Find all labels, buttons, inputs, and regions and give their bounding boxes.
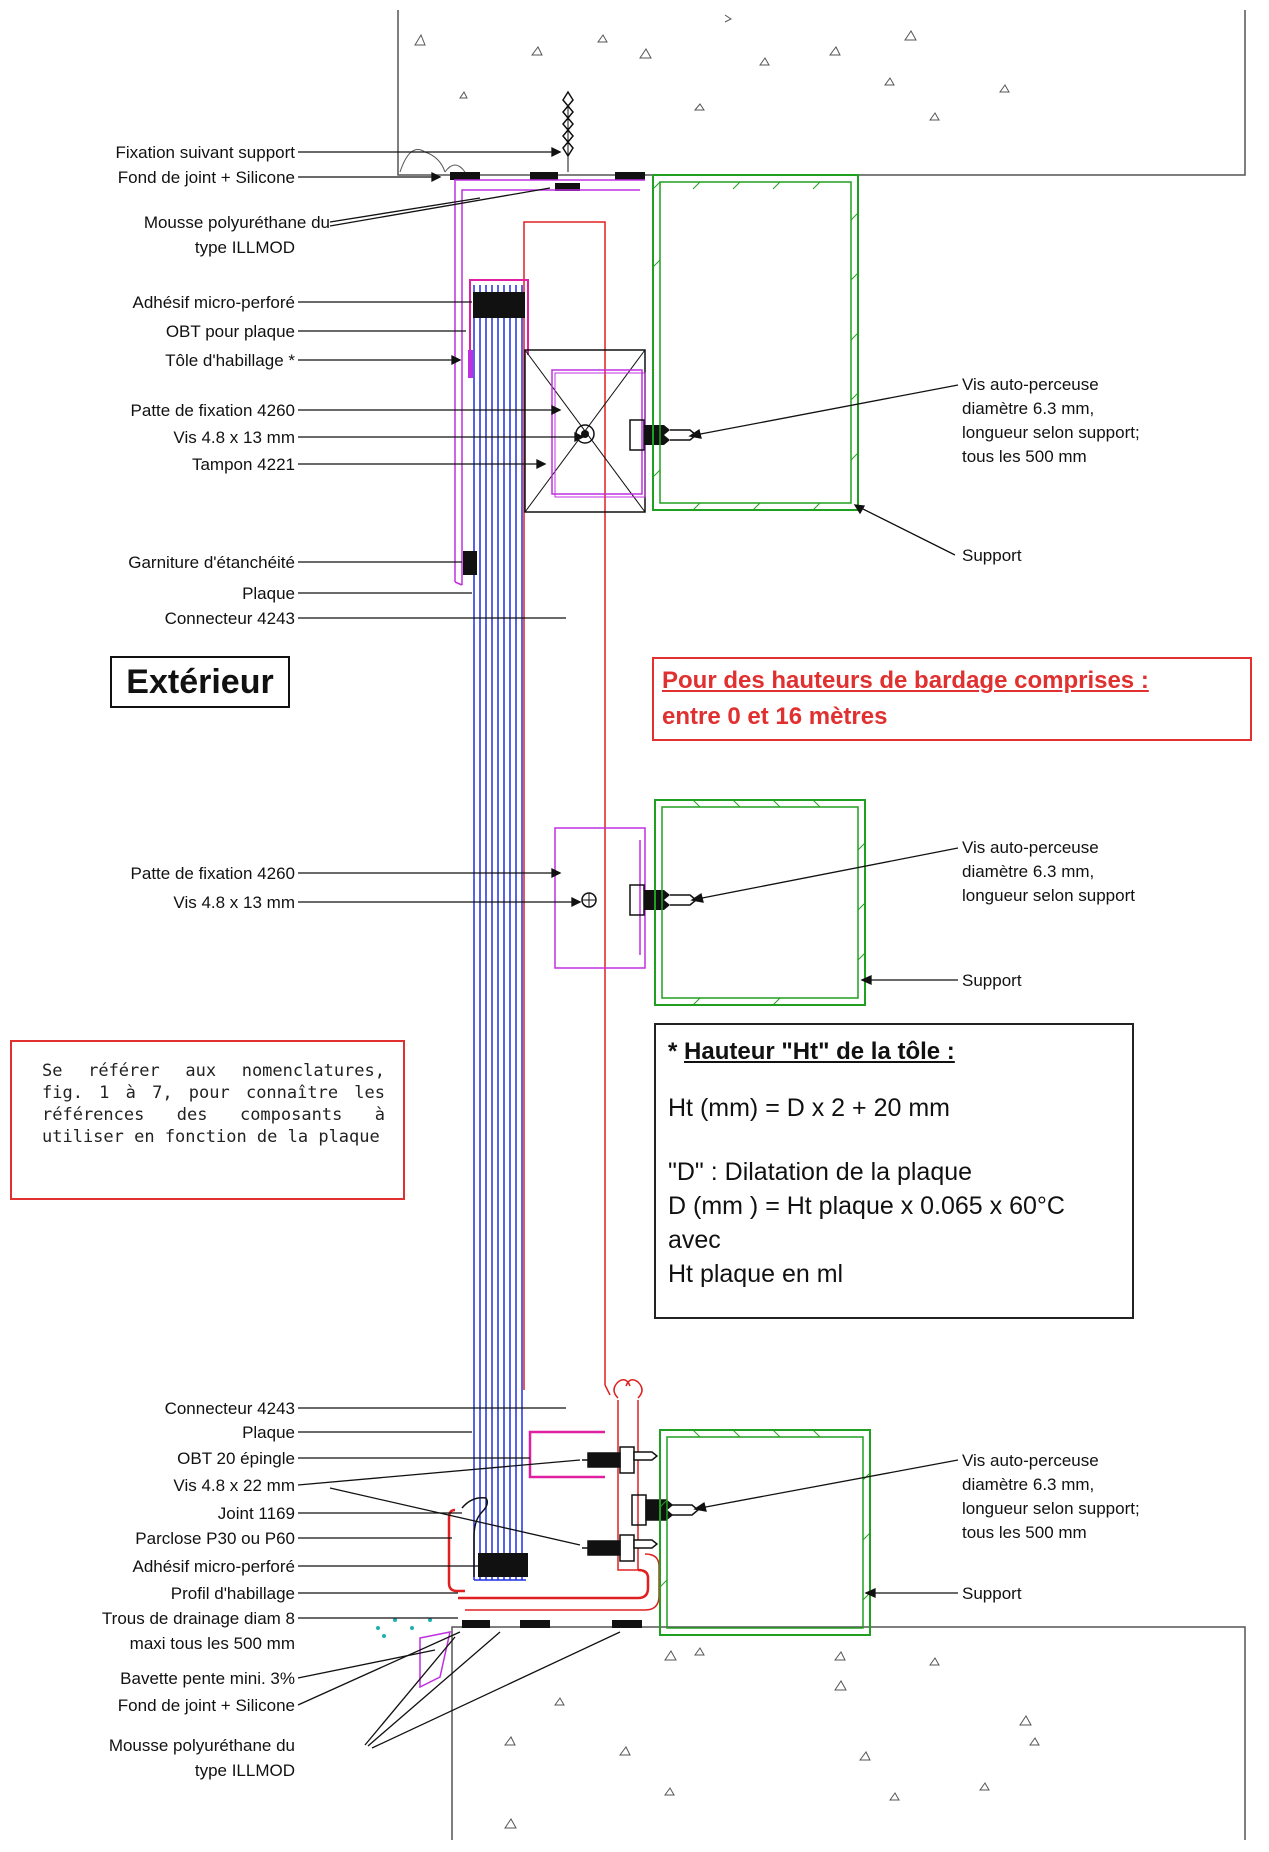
red-connector [523,221,611,1396]
exterieur-label: Extérieur [110,656,290,708]
label-garniture: Garniture d'étanchéité [128,553,295,572]
label-joint: Joint 1169 [218,1504,295,1523]
label-adhesif-bottom: Adhésif micro-perforé [132,1557,295,1576]
top-cap [468,279,529,378]
ht-line-1: "D" : Dilatation de la plaque [668,1158,973,1186]
label-vis-auto-3-l4: tous les 500 mm [962,1523,1087,1542]
label-vis-22: Vis 4.8 x 22 mm [173,1476,295,1495]
label-tampon: Tampon 4221 [192,455,295,474]
leader-lines-right [688,384,959,1599]
label-fixation-support: Fixation suivant support [115,143,295,162]
ht-title: * Hauteur "Ht" de la tôle : [668,1038,955,1065]
label-mousse-top-1: Mousse polyuréthane du [144,213,330,232]
label-vis-2: Vis 4.8 x 13 mm [173,893,295,912]
ht-formula-box: * Hauteur "Ht" de la tôle : Ht (mm) = D … [654,1023,1134,1319]
ht-line-3: avec [668,1226,721,1254]
label-vis-auto-3-l1: Vis auto-perceuse [962,1451,1099,1470]
label-obt-20: OBT 20 épingle [177,1449,295,1468]
concrete-top [397,10,1246,176]
height-range-line-1: Pour des hauteurs de bardage comprises : [662,667,1149,694]
nomenclature-note: Se référer aux nomenclatures, fig. 1 à 7… [10,1040,405,1200]
label-vis-auto-3-l2: diamètre 6.3 mm, [962,1475,1094,1494]
left-labels: Fixation suivant support Fond de joint +… [102,143,330,1780]
label-support-3: Support [962,1584,1022,1603]
height-range-note: Pour des hauteurs de bardage comprises :… [652,657,1252,741]
label-connecteur-1: Connecteur 4243 [165,609,295,628]
label-support-2: Support [962,971,1022,990]
label-mousse-bottom-2: type ILLMOD [195,1761,295,1780]
label-vis-auto-1-l2: diamètre 6.3 mm, [962,399,1094,418]
height-range-line-2: entre 0 et 16 mètres [662,703,888,730]
label-connecteur-2: Connecteur 4243 [165,1399,295,1418]
label-support-1: Support [962,546,1022,565]
concrete-top-aggregate [414,14,1010,121]
label-plaque-1: Plaque [242,584,295,603]
label-parclose: Parclose P30 ou P60 [135,1529,295,1548]
label-plaque-2: Plaque [242,1423,295,1442]
label-fond-joint-top: Fond de joint + Silicone [118,168,295,187]
label-vis-auto-2-l1: Vis auto-perceuse [962,838,1099,857]
label-profil: Profil d'habillage [171,1584,295,1603]
label-patte-1: Patte de fixation 4260 [131,401,295,420]
right-labels: Vis auto-perceuse diamètre 6.3 mm, longu… [962,375,1140,1603]
label-vis-auto-1-l3: longueur selon support; [962,423,1140,442]
label-tole: Tôle d'habillage * [165,351,295,370]
ht-line-2: D (mm ) = Ht plaque x 0.065 x 60°C [668,1192,1065,1220]
label-trous-1: Trous de drainage diam 8 [102,1609,295,1628]
support-tube-1 [652,174,859,511]
concrete-bottom [451,1626,1246,1840]
support-tube-3 [659,1429,871,1636]
label-trous-2: maxi tous les 500 mm [130,1634,295,1653]
bracket-middle [554,827,698,969]
bottom-assembly [376,1379,700,1689]
bracket-top [524,349,698,513]
label-patte-2: Patte de fixation 4260 [131,864,295,883]
label-adhesif-top: Adhésif micro-perforé [132,293,295,312]
label-mousse-top-2: type ILLMOD [195,238,295,257]
ht-formula: Ht (mm) = D x 2 + 20 mm [668,1094,950,1122]
plate-stack [473,285,526,1581]
ht-line-4: Ht plaque en ml [668,1260,844,1288]
label-vis-auto-1-l1: Vis auto-perceuse [962,375,1099,394]
gasket [463,551,477,575]
label-vis-auto-2-l3: longueur selon support [962,886,1135,905]
label-vis-auto-1-l4: tous les 500 mm [962,447,1087,466]
label-bavette: Bavette pente mini. 3% [120,1669,295,1688]
top-anchor [399,90,645,191]
label-vis-auto-2-l2: diamètre 6.3 mm, [962,862,1094,881]
leader-lines-left [297,146,621,1749]
top-clip-profile [454,179,645,586]
label-vis-auto-3-l3: longueur selon support; [962,1499,1140,1518]
label-obt-plaque: OBT pour plaque [166,322,295,341]
label-mousse-bottom-1: Mousse polyuréthane du [109,1736,295,1755]
support-tube-2 [654,799,866,1006]
label-fond-joint-bottom: Fond de joint + Silicone [118,1696,295,1715]
label-vis-1: Vis 4.8 x 13 mm [173,428,295,447]
